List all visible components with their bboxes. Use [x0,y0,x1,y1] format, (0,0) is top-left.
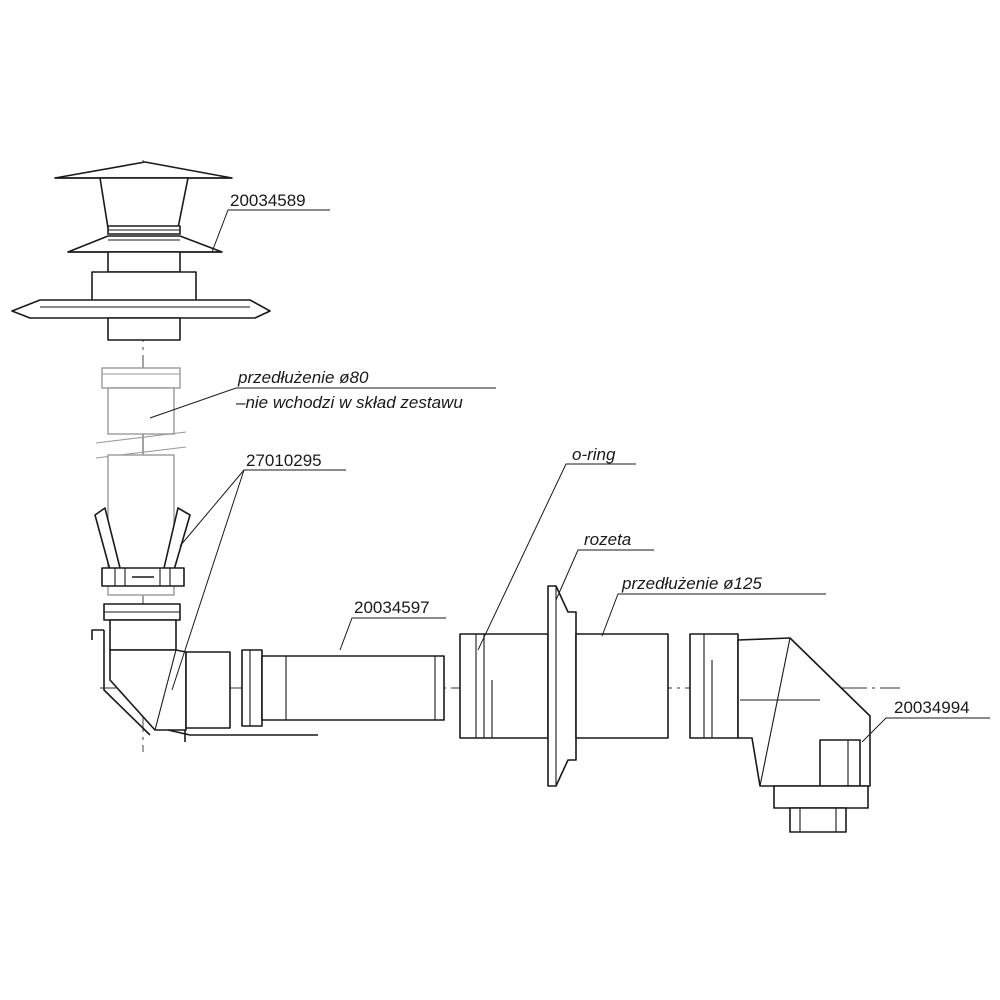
label-extension-80-note: –nie wchodzi w skład zestawu [235,393,463,412]
callout-labels: 20034589 przedłużenie ø80 –nie wchodzi w… [230,191,970,717]
roof-terminal [11,161,271,341]
horizontal-pipe [241,649,445,727]
label-elbow-code: 20034994 [894,698,970,717]
label-bracket-code: 27010295 [246,451,322,470]
label-extension-125: przedłużenie ø125 [621,574,762,593]
leader-lines [149,209,990,743]
left-elbow [91,603,318,742]
right-elbow [689,633,871,833]
label-extension-80: przedłużenie ø80 [237,368,369,387]
support-bracket [94,507,191,587]
wall-terminal [459,585,669,787]
label-terminal-code: 20034589 [230,191,306,210]
label-rosette: rozeta [584,530,631,549]
label-oring: o-ring [572,445,616,464]
label-pipe-code: 20034597 [354,598,430,617]
